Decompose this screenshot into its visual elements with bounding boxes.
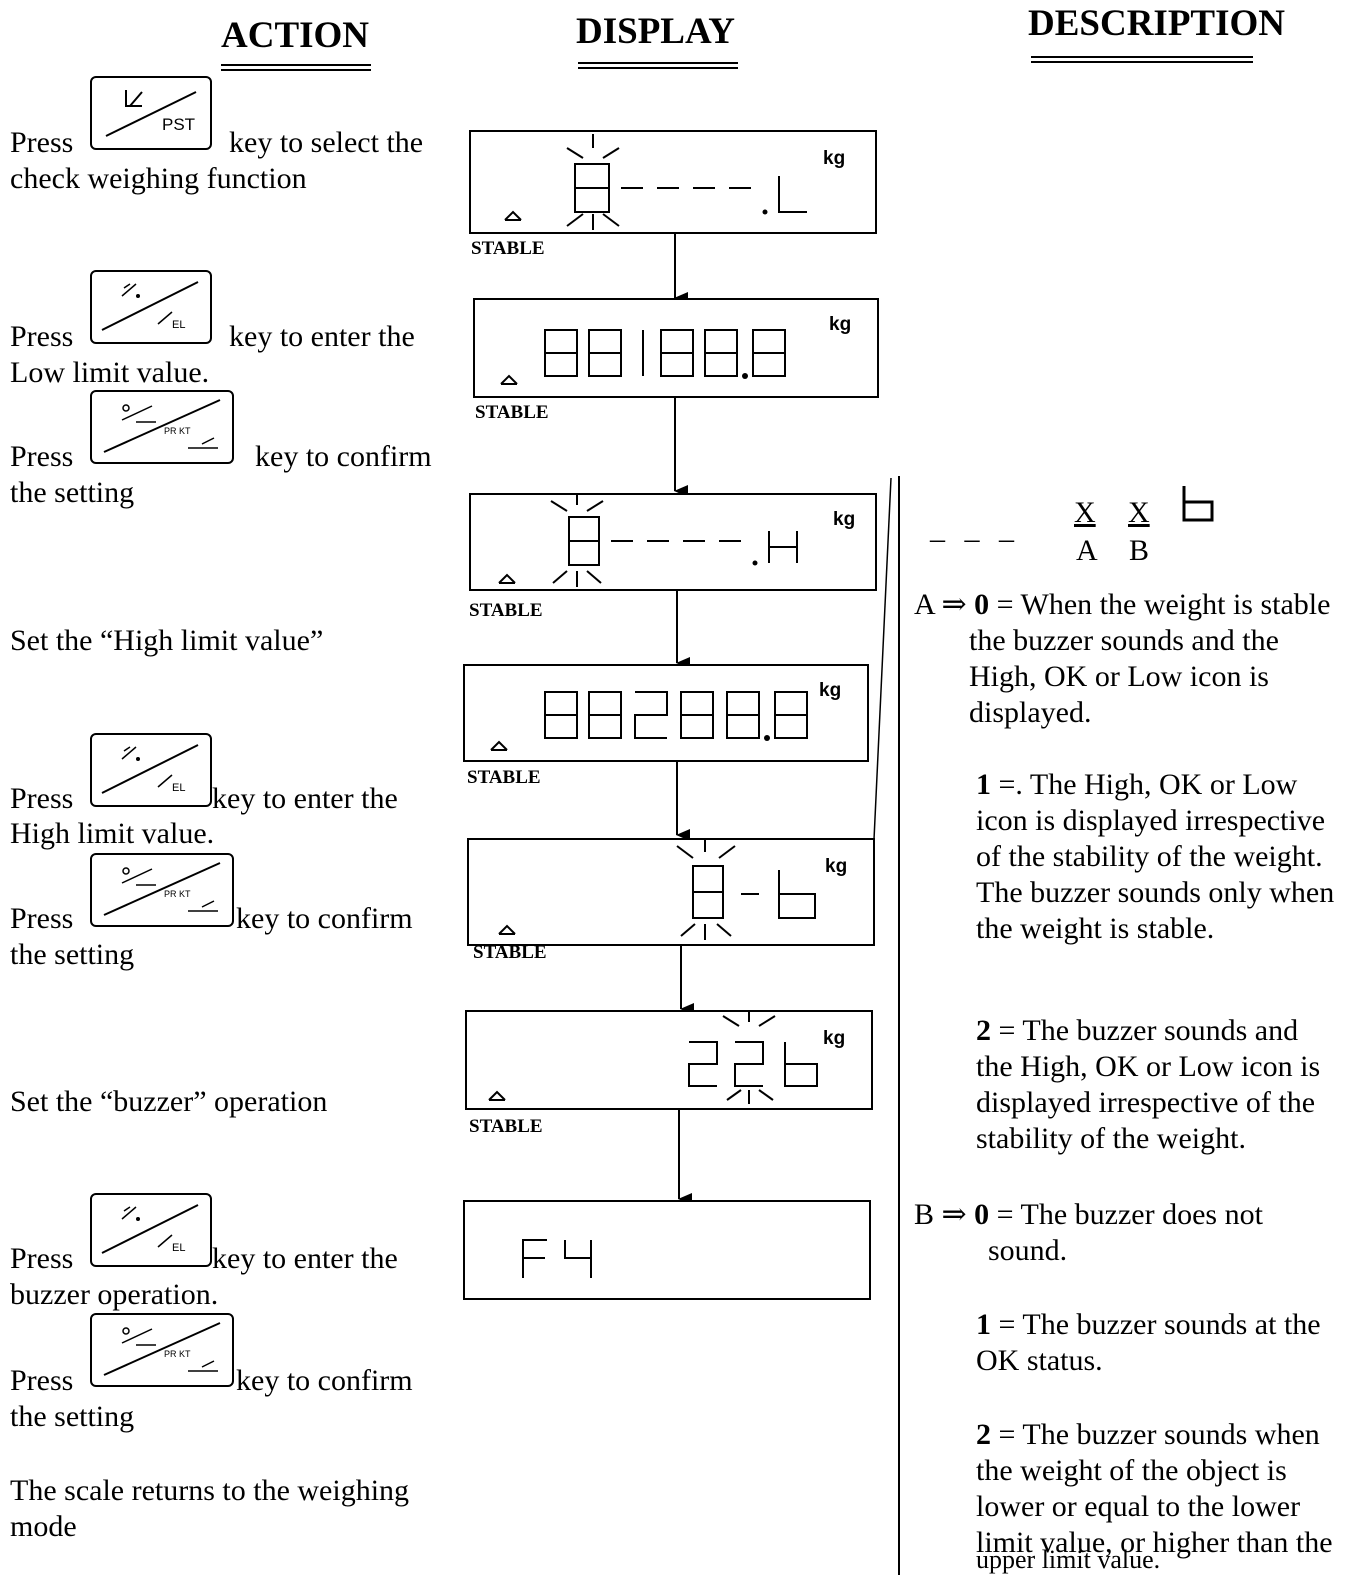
print-key-label: PR KT [164,889,191,899]
action-final-line2: mode [10,1510,77,1543]
format-dashes: _ _ _ [930,512,1020,545]
lcd-display-7 [463,1200,871,1300]
print-key-icon: PR KT [90,390,234,464]
desc-b-2-line5: upper limit value. [976,1545,1161,1574]
desc-a-2-line4: stability of the weight. [976,1122,1246,1155]
enter-key-icon: EL [90,1193,212,1267]
display-header: DISPLAY [576,11,736,52]
lcd-display-1: kg [469,130,877,234]
lcd-display-3: kg [469,493,877,591]
action-7-line2: the setting [10,1400,135,1433]
action-2-press: Press [10,320,74,353]
format-label-a: A [1076,534,1098,567]
desc-a-2-line1: 2 = The buzzer sounds and [976,1014,1299,1047]
desc-b-2-line1: 2 = The buzzer sounds when [976,1418,1320,1451]
print-key-icon: PR KT [90,1313,234,1387]
lcd-display-4: kg [463,664,869,762]
desc-a-1-line1: 1 =. The High, OK or Low [976,768,1298,801]
action-5-line2: the setting [10,938,135,971]
action-6-line2: buzzer operation. [10,1278,219,1311]
action-5-text: key to confirm [236,902,413,935]
format-b-segment-icon [1182,486,1214,522]
stable-label: STABLE [473,942,547,963]
format-x-b: X [1128,496,1150,529]
desc-b-0-line1: B ⇒ 0 = The buzzer does not [914,1198,1263,1231]
desc-a-1-line3: of the stability of the weight. [976,840,1323,873]
enter-key-label: EL [172,319,185,331]
print-key-label: PR KT [164,1349,191,1359]
stable-label: STABLE [471,238,545,259]
action-4-press: Press [10,782,74,815]
enter-key-icon: EL [90,733,212,807]
stable-label: STABLE [475,402,549,423]
stable-label: STABLE [467,767,541,788]
action-final-line1: The scale returns to the weighing [10,1474,410,1507]
lcd-unit: kg [829,314,852,335]
action-3-press: Press [10,440,74,473]
desc-b-2-line3: lower or equal to the lower [976,1490,1301,1523]
action-3-line2: the setting [10,476,135,509]
desc-a-2-line3: displayed irrespective of the [976,1086,1316,1119]
desc-b-2-line4: limit value, or higher than the [976,1526,1333,1559]
format-x-a: X [1074,496,1096,529]
action-6-press: Press [10,1242,74,1275]
action-5-press: Press [10,902,74,935]
desc-a-1-line5: the weight is stable. [976,912,1215,945]
description-header-underline [1031,56,1253,63]
action-3-text: key to confirm [255,440,432,473]
display-header-underline [578,62,738,69]
action-header-underline [221,64,371,71]
lcd-unit: kg [825,856,848,877]
lcd-unit: kg [823,148,846,169]
action-4-line2: High limit value. [10,817,215,850]
stable-label: STABLE [469,600,543,621]
lcd-unit: kg [823,1028,846,1049]
action-6-text: key to enter the [212,1242,398,1275]
desc-a-0-line3: High, OK or Low icon is [969,660,1269,693]
enter-key-icon: EL [90,270,212,344]
action-2-line2: Low limit value. [10,356,210,389]
print-key-label: PR KT [164,426,191,436]
action-1-press: Press [10,126,74,159]
desc-b-0-line2: sound. [988,1234,1068,1267]
lcd-display-2: kg [473,298,879,398]
desc-a-0-line2: the buzzer sounds and the [969,624,1279,657]
enter-key-label: EL [172,782,185,794]
desc-a-0-line1: A ⇒ 0 = When the weight is stable [914,588,1331,621]
desc-b-1-line1: 1 = The buzzer sounds at the [976,1308,1321,1341]
action-set-high: Set the “High limit value” [10,624,324,657]
enter-key-label: EL [172,1242,185,1254]
format-label-b: B [1129,534,1150,567]
print-key-icon: PR KT [90,853,234,927]
lcd-display-6: kg [465,1010,873,1110]
desc-a-2-line2: the High, OK or Low icon is [976,1050,1321,1083]
pst-key-icon: PST [90,76,212,150]
action-2-text: key to enter the [229,320,415,353]
action-7-text: key to confirm [236,1364,413,1397]
pst-key-label: PST [162,115,195,134]
action-1-line2: check weighing function [10,162,307,195]
desc-a-1-line4: The buzzer sounds only when [976,876,1335,909]
action-1-text: key to select the [229,126,424,159]
action-header: ACTION [221,15,370,56]
desc-a-0-line4: displayed. [969,696,1092,729]
desc-b-1-line2: OK status. [976,1344,1103,1377]
stable-label: STABLE [469,1116,543,1137]
description-header: DESCRIPTION [1028,3,1285,44]
lcd-unit: kg [819,680,842,701]
action-set-buzzer: Set the “buzzer” operation [10,1085,328,1118]
desc-a-1-line2: icon is displayed irrespective [976,804,1326,837]
lcd-unit: kg [833,509,856,530]
action-4-text: key to enter the [212,782,398,815]
lcd-display-5: kg [467,838,875,946]
desc-b-2-line2: the weight of the object is [976,1454,1287,1487]
action-7-press: Press [10,1364,74,1397]
